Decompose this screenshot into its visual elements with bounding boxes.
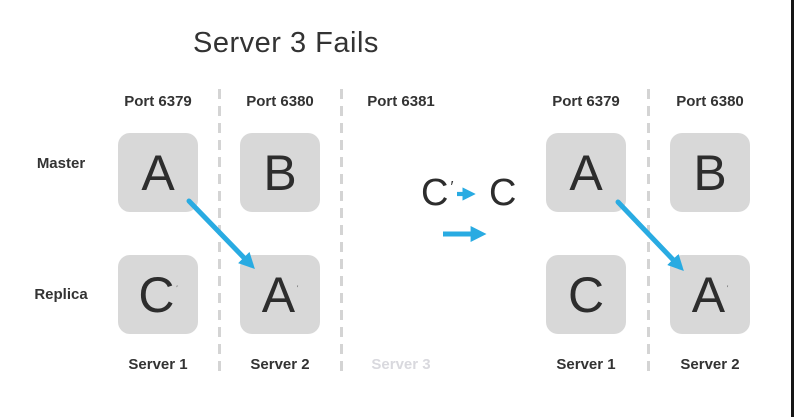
box-left-replica-c-prime: C ′: [118, 255, 198, 334]
prime-mark: ′: [297, 284, 299, 292]
right-border-line: [791, 0, 794, 417]
right-port-6379-label: Port 6379: [552, 93, 620, 110]
row-label-master: Master: [36, 155, 86, 172]
left-server-2-label: Server 2: [250, 356, 310, 373]
node-letter: C: [567, 266, 605, 323]
box-left-master-a: A: [118, 133, 198, 212]
node-letter: C: [138, 266, 175, 323]
box-right-master-a: A: [546, 133, 626, 212]
box-left-replica-a-prime: A ′: [240, 255, 320, 334]
left-port-6379-label: Port 6379: [124, 93, 192, 110]
row-label-replica: Replica: [34, 286, 88, 303]
transition-to-label: C: [489, 174, 516, 212]
transition-from-letter: C: [421, 172, 449, 214]
left-server-3-label-failed: Server 3: [371, 356, 431, 373]
left-column-divider-2: [340, 89, 343, 378]
left-column-divider-1: [218, 89, 221, 378]
prime-mark: ′: [450, 179, 454, 197]
left-port-6381-label: Port 6381: [367, 93, 435, 110]
node-letter: A: [141, 144, 175, 201]
transition-to-letter: C: [489, 172, 517, 214]
node-letter: B: [693, 144, 727, 201]
right-server-1-label: Server 1: [556, 356, 616, 373]
left-port-6380-label: Port 6380: [246, 93, 314, 110]
transition-from-label: C′: [421, 174, 453, 212]
node-letter: B: [263, 144, 297, 201]
prime-mark: ′: [727, 284, 729, 292]
diagram-title: Server 3 Fails: [193, 27, 379, 59]
box-right-master-b: B: [670, 133, 750, 212]
box-right-replica-c: C: [546, 255, 626, 334]
node-letter: A: [261, 266, 296, 323]
right-port-6380-label: Port 6380: [676, 93, 744, 110]
left-server-1-label: Server 1: [128, 356, 188, 373]
box-left-master-b: B: [240, 133, 320, 212]
node-letter: A: [691, 266, 726, 323]
right-column-divider: [647, 89, 650, 378]
prime-mark: ′: [176, 284, 178, 292]
box-right-replica-a-prime: A ′: [670, 255, 750, 334]
right-server-2-label: Server 2: [680, 356, 740, 373]
node-letter: A: [569, 144, 603, 201]
